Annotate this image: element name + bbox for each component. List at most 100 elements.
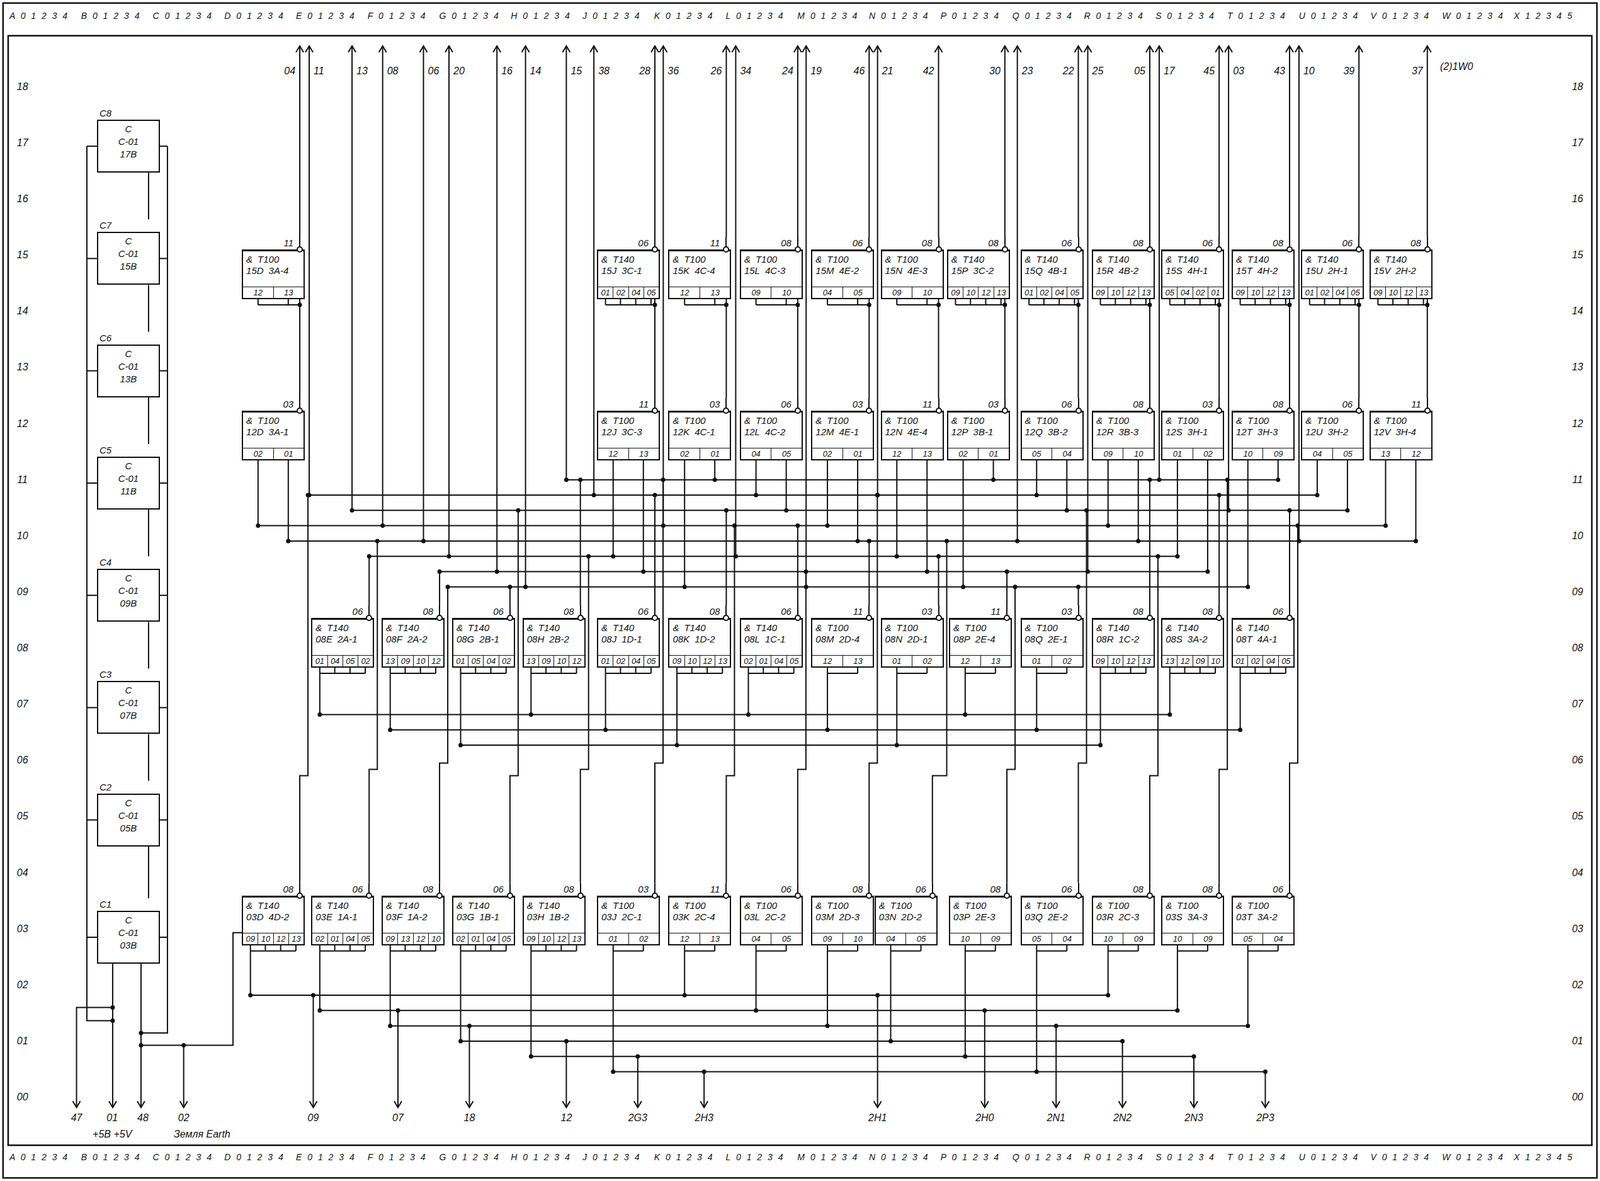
gate-body: &T10008N2D-10102 xyxy=(880,617,944,668)
pin-tie xyxy=(1036,672,1067,674)
junction-dot xyxy=(1217,492,1222,497)
gate-line: 12J3C-3 xyxy=(601,426,656,438)
grid-reference: S 0 1 2 3 4 xyxy=(1154,1151,1216,1163)
chip-type: T100 xyxy=(826,622,849,634)
pin-number: 02 xyxy=(1192,448,1224,460)
signal-line xyxy=(662,45,664,526)
pin-number: 05 xyxy=(342,655,358,667)
chip-type: T100 xyxy=(683,899,706,912)
grid-row-number: 10 xyxy=(15,530,30,542)
gate-line: &T140 xyxy=(315,622,370,634)
pin-lead xyxy=(1214,299,1216,305)
pin-lead xyxy=(1214,667,1216,674)
pin-number: 09 xyxy=(1192,933,1224,944)
pin-number: 05 xyxy=(1232,933,1264,944)
grid-reference: A 0 1 2 3 4 xyxy=(8,10,69,22)
pin-number: 09 xyxy=(948,287,963,298)
input-line xyxy=(683,950,686,995)
pin-lead xyxy=(969,299,971,305)
pin-lead xyxy=(1130,667,1132,674)
pin-number: 12 xyxy=(1176,655,1192,667)
capacitor: C4CC-0109B xyxy=(96,556,160,622)
pin-number: 13 xyxy=(699,933,731,944)
and-symbol: & xyxy=(1025,253,1032,266)
pin-lead xyxy=(635,299,637,305)
pin-row: 01020405 xyxy=(1021,286,1083,298)
output-row: 08 xyxy=(1231,236,1295,250)
ground-line xyxy=(140,963,142,1107)
output-pin: 06 xyxy=(780,399,792,409)
input-signal: 2H1 xyxy=(867,1112,888,1124)
pin-tie xyxy=(955,304,1005,306)
grid-reference: D 0 1 2 3 4 xyxy=(222,1151,285,1163)
arrow-head xyxy=(108,1100,117,1107)
junction-dot xyxy=(1383,523,1388,528)
junction-dot xyxy=(825,1023,830,1028)
gate-line: 12U3H-2 xyxy=(1305,426,1360,438)
output-pin: 06 xyxy=(493,884,504,894)
gate-body: &T14008R1C-209101213 xyxy=(1091,617,1155,668)
junction-dot xyxy=(635,1054,640,1059)
logic-gate: 06&T14015U2H-101020405 xyxy=(1300,236,1364,300)
arrow-head xyxy=(865,45,873,53)
pin-number: 09 xyxy=(1093,287,1108,298)
output-row: 06 xyxy=(452,605,516,618)
chip-type: T100 xyxy=(1107,899,1130,912)
gate-line: 15N4E-3 xyxy=(885,265,940,277)
logic-gate: 08&T14015V2H-209101213 xyxy=(1369,236,1433,300)
signal-line xyxy=(308,45,310,495)
inversion-bubble xyxy=(1003,614,1010,621)
gate-body: &T10012S3H-10102 xyxy=(1161,410,1225,461)
pin-number: 01 xyxy=(1302,287,1317,298)
grid-reference: R 0 1 2 3 4 xyxy=(1082,10,1145,22)
chip-type: T140 xyxy=(326,622,349,634)
and-symbol: & xyxy=(1096,622,1103,634)
logic-gate: 03&T10012S3H-10102 xyxy=(1161,397,1225,461)
signal-number: 22 xyxy=(1061,65,1076,77)
gate-position: 03L xyxy=(744,911,761,923)
pin-number: 09 xyxy=(523,933,539,944)
chip-type: T140 xyxy=(397,899,419,912)
logic-gate: 03&T10012P3B-10201 xyxy=(947,397,1010,461)
pin-number: 10 xyxy=(911,287,943,298)
junction-dot xyxy=(458,742,463,747)
gate-body: &T10015M4E-20405 xyxy=(811,249,874,300)
output-pin: 08 xyxy=(780,238,792,248)
gate-line: 08Q2E-1 xyxy=(1025,633,1080,645)
pin-number: 01 xyxy=(273,448,305,460)
capacitor: C2CC-0105B xyxy=(96,780,160,847)
pin-lead xyxy=(856,667,859,674)
gate-reference: 1C-1 xyxy=(765,633,786,645)
arrow-head xyxy=(419,45,428,53)
junction-dot xyxy=(1034,1069,1039,1074)
grid-reference: B 0 1 2 3 4 xyxy=(79,1151,142,1163)
pin-lead xyxy=(1066,667,1068,674)
connector xyxy=(1218,299,1220,398)
output-row: 06 xyxy=(739,605,803,618)
bus-line xyxy=(566,479,1278,481)
grid-row-number: 02 xyxy=(15,979,30,991)
gate-reference: 3H-2 xyxy=(1327,426,1349,438)
grid-reference: N 0 1 2 3 4 xyxy=(867,10,930,22)
pin-number: 09 xyxy=(980,933,1012,944)
logic-gate: 03&T10012K4C-10201 xyxy=(668,397,732,461)
capacitor-lead xyxy=(159,257,168,259)
output-row: 03 xyxy=(596,882,660,896)
input-line xyxy=(890,950,892,1041)
and-symbol: & xyxy=(1096,899,1103,912)
signal-line xyxy=(1426,45,1429,237)
junction-dot xyxy=(586,554,591,559)
grid-reference: Q 0 1 2 3 4 xyxy=(1011,1151,1073,1163)
pin-number: 10 xyxy=(770,287,802,298)
logic-gate: 08&T10003S3A-31009 xyxy=(1161,882,1225,946)
chip-type: T140 xyxy=(962,253,985,266)
chip-type: T140 xyxy=(612,622,635,634)
and-symbol: & xyxy=(744,253,751,266)
gate-line: 03L2C-2 xyxy=(744,911,799,923)
pin-number: 13 xyxy=(523,655,539,667)
gate-head: &T10012Q3B-2 xyxy=(1021,412,1083,438)
gate-head: &T10003M2D-3 xyxy=(812,897,873,923)
grid-row-number: 12 xyxy=(1570,418,1585,430)
output-row: 11 xyxy=(596,397,660,411)
input-signal: 18 xyxy=(462,1112,477,1124)
